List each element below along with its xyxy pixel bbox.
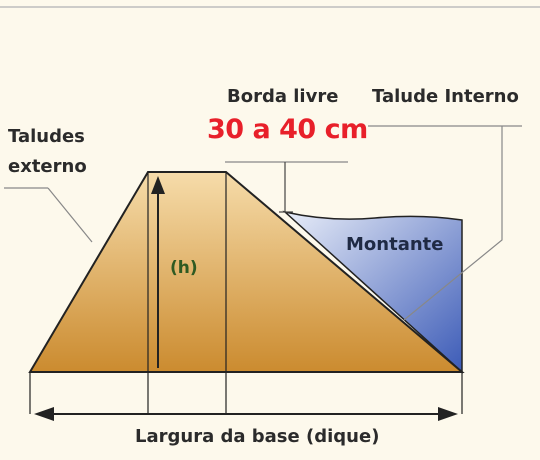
label-taludes-externo-line2: externo bbox=[8, 156, 87, 177]
label-taludes-externo: Taludes externo bbox=[8, 122, 87, 182]
height-arrowhead bbox=[151, 176, 165, 194]
base-arrowhead-left bbox=[34, 407, 54, 421]
label-montante: Montante bbox=[346, 234, 444, 255]
label-base-width: Largura da base (dique) bbox=[135, 426, 380, 447]
talude-externo-leader-d bbox=[47, 187, 93, 243]
label-talude-interno: Talude Interno bbox=[372, 86, 519, 107]
label-borda-livre: Borda livre bbox=[227, 86, 339, 107]
label-height: (h) bbox=[170, 258, 198, 278]
water-body bbox=[282, 210, 463, 374]
label-borda-livre-measure: 30 a 40 cm bbox=[207, 114, 368, 145]
label-taludes-externo-line1: Taludes bbox=[8, 126, 85, 147]
talude-interno-pointer bbox=[403, 126, 503, 321]
base-arrowhead-right bbox=[438, 407, 458, 421]
